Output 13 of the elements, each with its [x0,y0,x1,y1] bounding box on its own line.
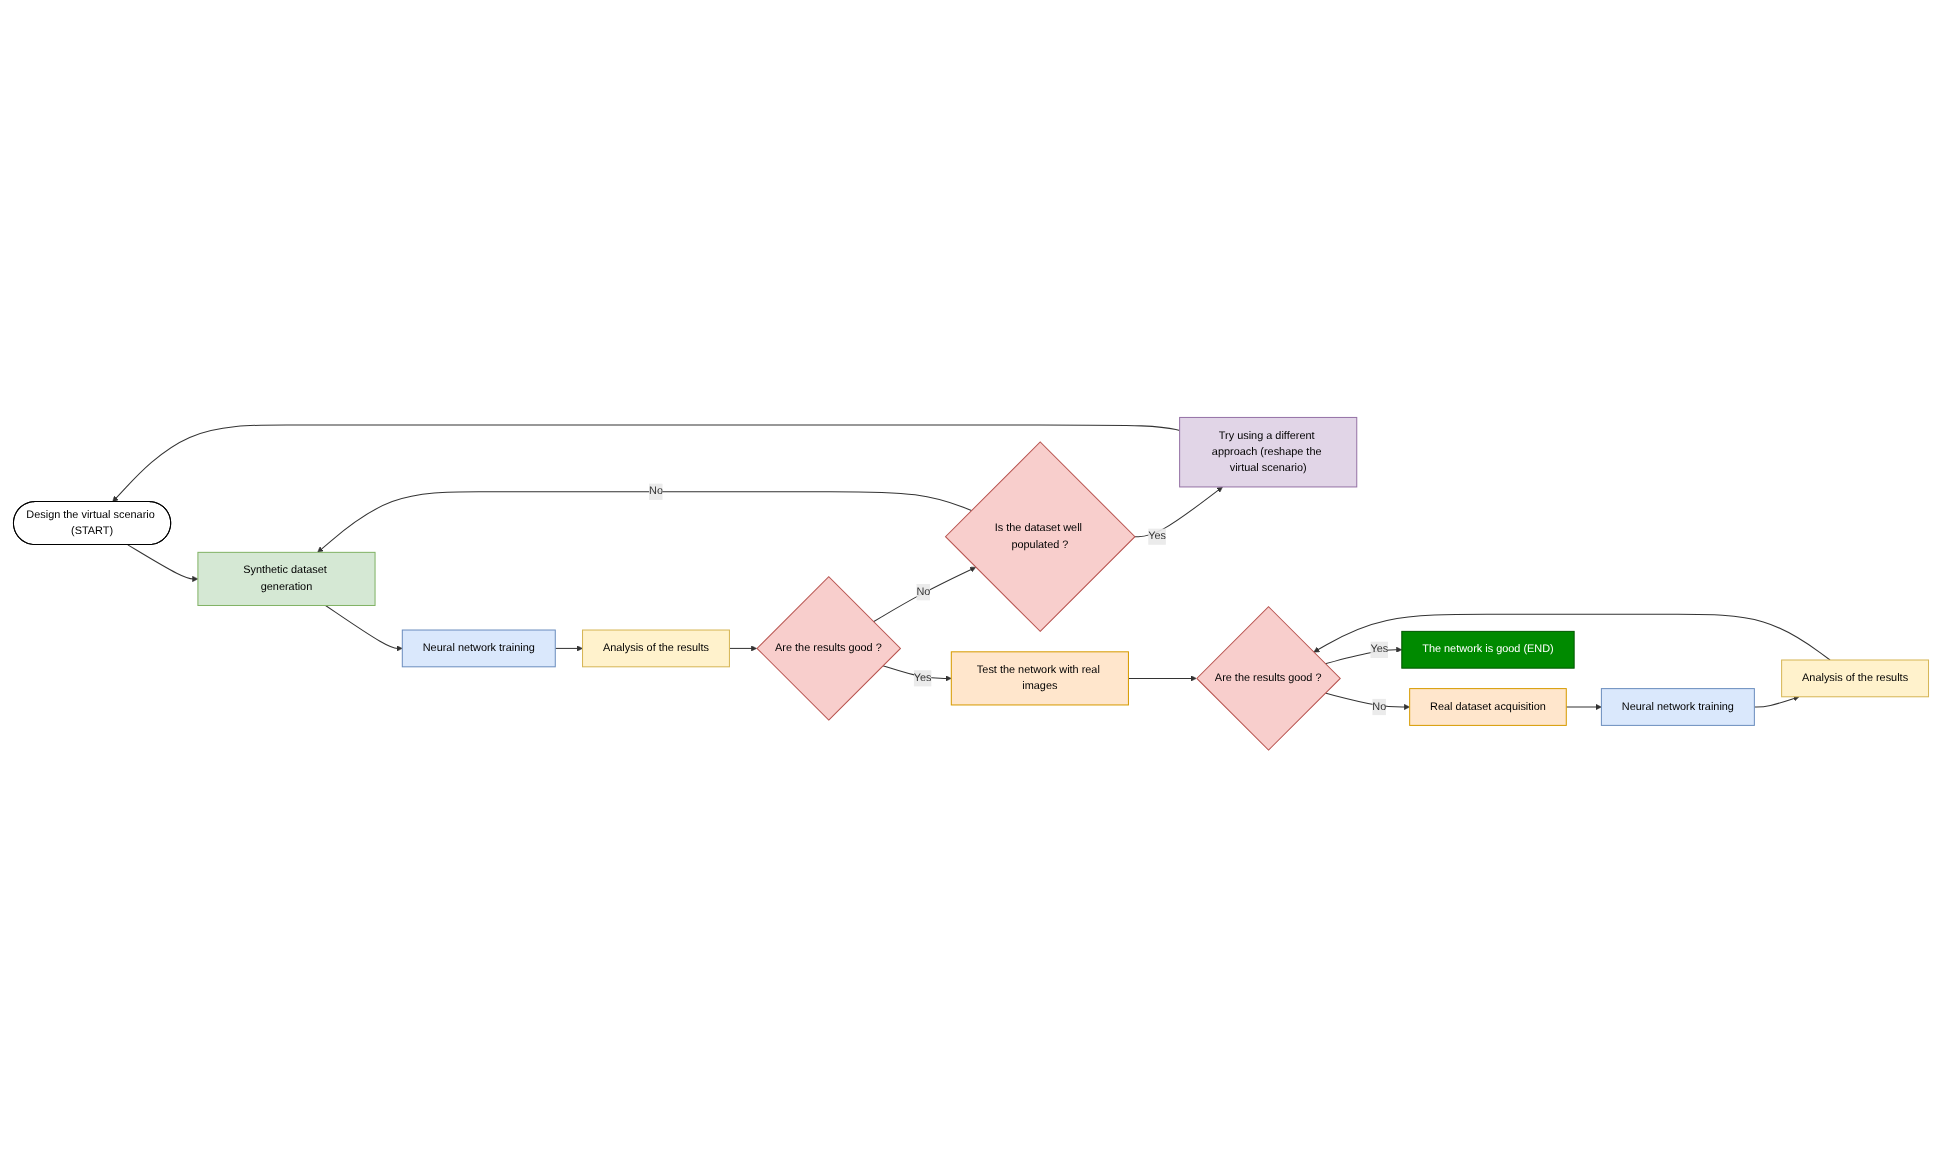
arrow [1134,485,1223,537]
arrow [1127,674,1197,681]
arrow [127,543,199,582]
arrow [1324,691,1410,710]
arrow [1753,694,1800,707]
arrow [554,644,583,651]
arrow [325,604,403,651]
arrow [1313,613,1831,660]
arrow [112,423,1181,502]
arrow [317,490,972,552]
arrow [1565,703,1602,710]
arrow [872,566,976,622]
arrow [728,644,757,651]
